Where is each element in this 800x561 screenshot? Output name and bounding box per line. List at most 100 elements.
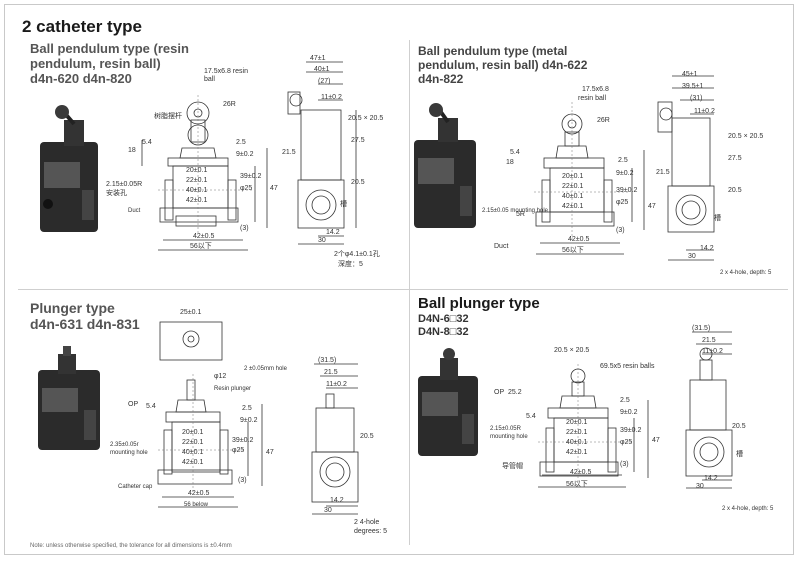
dim-56: 56以下 [566,480,588,488]
dim-42b: 42±0.5 [568,236,589,243]
dim-18: 18 [506,159,514,166]
side-30: 30 [318,237,326,244]
dim-39: 39±0.2 [240,173,261,180]
panel-b-drawing: 17.5x6.8 resin ball 26R 18 5.4 2.5 9±0.2… [410,40,792,288]
panel-d-title: Ball plunger type [418,295,540,312]
dim-47: 47 [652,437,660,444]
dim-9: 9±0.2 [616,170,634,177]
top-45: 45±1 [682,71,698,78]
dim-5-4: 5.4 [142,139,152,146]
resin-plunger: Resin plunger [214,386,251,392]
panel-a-labels: 17.5x6.8 resin ball 树脂摆杆 26R 18 5.4 2.5 … [106,55,383,268]
panel-a-svg: 17.5x6.8 resin ball 树脂摆杆 26R 18 5.4 2.5 … [40,55,383,268]
panel-d-models: D4N-6□32 D4N-8□32 [418,313,469,338]
op-label: OP [128,401,138,408]
dim-20: 20±0.1 [186,167,207,174]
dim-56: 56 below [184,502,209,508]
ball-label-1: 17.5x6.8 resin [204,68,248,75]
dim-42: 42±0.1 [182,459,203,466]
hole-note-1: 2 4-hole [354,519,379,526]
dim-3: (3) [240,225,249,232]
mount-2: mounting hole [110,450,148,456]
dim-39: 39±0.2 [232,437,253,444]
dim-20: 20±0.1 [182,429,203,436]
side-20-5: 20.5 [732,423,746,430]
side-30: 30 [688,253,696,260]
panel-d-labels: 20.5 × 20.5 69.5x5 resin balls OP 25.2 5… [490,325,774,512]
side-view [311,363,359,515]
dim-3: (3) [238,477,247,484]
mount-2: mounting hole [490,434,528,440]
switch-photo [414,103,476,228]
grid-label: 槽 [736,449,743,458]
switch-photo [38,346,100,450]
dim-2-5: 2.5 [236,139,246,146]
panel-d-svg: 20.5 × 20.5 69.5x5 resin balls OP 25.2 5… [418,325,774,512]
dim-25: φ25 [240,185,252,192]
front-view [535,113,645,255]
dim-40: 40±0.1 [566,439,587,446]
horizontal-divider [18,289,788,290]
catheter-cap: Catheter cap [118,484,153,490]
footnote: Note: unless otherwise specified, the to… [30,543,232,549]
dim-5r: 5R [516,211,525,218]
side-27-5: 27.5 [351,137,365,144]
panel-a-title-line2: pendulum, resin ball) [30,55,161,71]
duct-label: Duct [128,208,141,214]
dim-5-4: 5.4 [146,403,156,410]
panel-a-title-line1: Ball pendulum type (resin [30,41,189,56]
dim-2-5: 2.5 [242,405,252,412]
top-21-5: 21.5 [324,369,338,376]
panel-c-title: Plunger type d4n-631 d4n-831 [30,300,140,332]
front-view [141,101,268,251]
dim-5-4: 5.4 [526,413,536,420]
top-11: 11±0.2 [326,381,347,388]
dim-40: 40±0.1 [182,449,203,456]
mount-1: 2.15±0.05R [490,426,522,432]
panel-c-drawing: 25±0.1 2 ±0.05mm hole φ12 Resin plunger … [18,292,408,542]
side-20-5b: 20.5 [351,179,365,186]
mount-hole-cn: 安装孔 [106,188,127,197]
top-31: (31) [690,95,702,102]
page-frame [4,4,794,555]
side-14-2: 14.2 [326,229,340,236]
front-view [538,368,649,488]
dim-42b: 42±0.5 [188,490,209,497]
panel-b-labels: 17.5x6.8 resin ball 26R 18 5.4 2.5 9±0.2… [482,71,772,276]
top-47: 47±1 [310,55,326,62]
dim-40: 40±0.1 [562,193,583,200]
panel-d-drawing: 20.5 × 20.5 69.5x5 resin balls OP 25.2 5… [410,292,792,542]
dim-42: 42±0.1 [566,449,587,456]
panel-b-title-line1: Ball pendulum type (metal [418,44,568,58]
dim-56: 56以下 [562,246,584,254]
panel-d-model-2: D4N-8□32 [418,325,469,338]
dim-3: (3) [620,461,629,468]
dim-9: 9±0.2 [620,409,638,416]
front-centerlines [158,95,253,235]
panel-b-title-line2: pendulum, resin ball) d4n-622 [418,57,588,72]
side-view [685,331,733,489]
panel-a-models: d4n-620 d4n-820 [30,70,132,86]
grid-label: 槽 [714,213,721,222]
dim-20: 20±0.1 [566,419,587,426]
dim-5-4: 5.4 [510,149,520,156]
dim-42b: 42±0.5 [570,469,591,476]
dim-22: 22±0.1 [182,439,203,446]
panel-a-drawing: 17.5x6.8 resin ball 树脂摆杆 26R 18 5.4 2.5 … [18,40,408,288]
side-view [657,75,715,261]
dim-25: φ25 [620,439,632,446]
hole-note-2: 深度：5 [338,259,363,268]
hole-note-1: 2个φ4.1±0.1孔 [334,250,380,258]
front-centerlines [538,364,632,484]
panel-c-labels: 25±0.1 2 ±0.05mm hole φ12 Resin plunger … [110,309,387,535]
side-view [287,61,357,245]
hole-note: 2 x 4-hole, depth: 5 [722,506,774,512]
top-25: 25±0.1 [180,309,201,316]
op-label: OP [494,389,504,396]
side-20-5b: 20.5 [728,187,742,194]
dim-22: 22±0.1 [186,177,207,184]
panel-d-model-1: D4N-6□32 [418,313,469,325]
dim-20: 20±0.1 [562,173,583,180]
panel-b-svg: 17.5x6.8 resin ball 26R 18 5.4 2.5 9±0.2… [414,71,772,276]
panel-c-title-text: Plunger type [30,300,115,316]
